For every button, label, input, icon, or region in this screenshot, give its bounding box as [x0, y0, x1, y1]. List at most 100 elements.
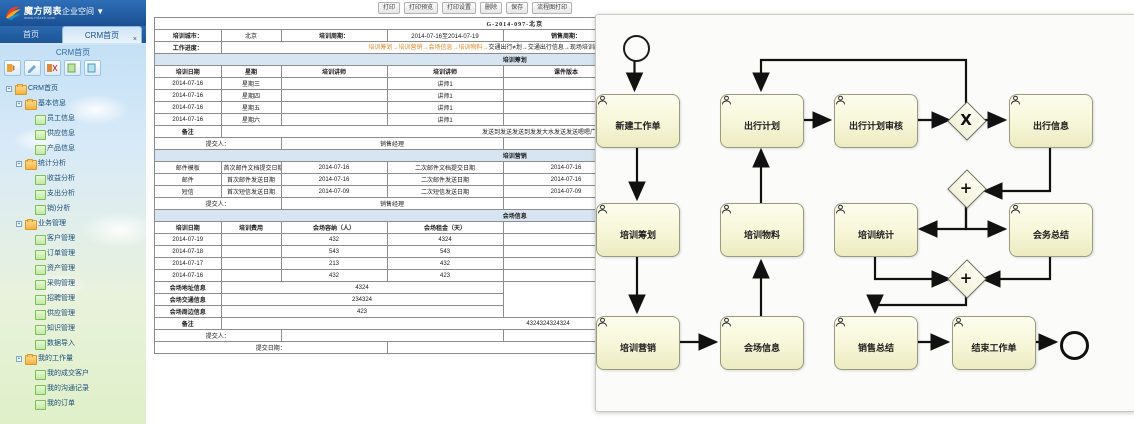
tree-item[interactable]: 员工信息	[4, 112, 146, 127]
tab-crm-home[interactable]: CRM首页 ×	[62, 26, 142, 44]
table-cell[interactable]	[281, 113, 388, 126]
table-cell[interactable]: 星期六	[221, 113, 282, 126]
table-cell[interactable]: 2014-07-16	[281, 173, 388, 186]
delete-record-icon[interactable]	[44, 60, 61, 76]
expand-icon[interactable]: +	[6, 86, 12, 92]
table-cell[interactable]: 2014-07-18	[155, 245, 222, 258]
table-cell[interactable]: 2014-07-09	[281, 185, 388, 198]
table-cell[interactable]: 讲师1	[387, 77, 504, 90]
tree-item[interactable]: +业务管理	[4, 217, 146, 232]
expand-icon[interactable]: +	[16, 161, 22, 167]
parallel-gateway-icon[interactable]: +	[947, 259, 987, 299]
table-cell[interactable]: 星期三	[221, 77, 282, 90]
tree-item[interactable]: 数据导入	[4, 337, 146, 352]
add-record-icon[interactable]	[4, 60, 21, 76]
summary-value[interactable]: 234324	[221, 293, 504, 306]
flow-task[interactable]: 培训筹划	[596, 203, 680, 257]
toolbar-button[interactable]: 打印	[378, 2, 401, 14]
tree-item[interactable]: 支出分析	[4, 187, 146, 202]
tree-item[interactable]: 招聘管理	[4, 292, 146, 307]
toolbar-button[interactable]: 打印预览	[404, 2, 439, 14]
table-cell[interactable]: 讲师1	[387, 89, 504, 102]
tree-item[interactable]: +统计分析	[4, 157, 146, 172]
table-cell[interactable]: 首次短信发送日期	[221, 185, 282, 198]
table-cell[interactable]	[221, 257, 282, 270]
table-cell[interactable]	[281, 77, 388, 90]
exclusive-gateway-icon[interactable]: X	[947, 101, 987, 141]
flow-task[interactable]: 新建工作单	[596, 94, 680, 148]
table-cell[interactable]: 二次短信发送日期	[387, 185, 504, 198]
tree-item[interactable]: 我的订单	[4, 397, 146, 412]
table-cell[interactable]: 423	[387, 269, 504, 282]
table-cell[interactable]: 432	[387, 257, 504, 270]
table-cell[interactable]: 讲师1	[387, 113, 504, 126]
flow-task[interactable]: 会场信息	[720, 316, 804, 370]
flow-task[interactable]: 出行计划	[720, 94, 804, 148]
table-cell[interactable]: 2014-07-16	[281, 161, 388, 174]
table-cell[interactable]: 首次邮件文档提交日期	[221, 161, 282, 174]
toolbar-button[interactable]: 流程图打印	[532, 2, 573, 14]
toolbar-button[interactable]: 保存	[506, 2, 529, 14]
tree-item[interactable]: 订单管理	[4, 247, 146, 262]
tree-item[interactable]: 知识管理	[4, 322, 146, 337]
flow-task[interactable]: 结束工作单	[952, 316, 1036, 370]
tree-item[interactable]: 供应管理	[4, 307, 146, 322]
flow-task[interactable]: 培训营销	[596, 316, 680, 370]
expand-icon[interactable]: +	[16, 101, 22, 107]
flow-task[interactable]: 培训统计	[834, 203, 918, 257]
table-cell[interactable]: 二次邮件文档提交日期	[387, 161, 504, 174]
table-cell[interactable]: 2014-07-16	[155, 89, 222, 102]
space-selector[interactable]: 企业空间 ▼	[62, 7, 105, 16]
table-cell[interactable]: 2014-07-16	[155, 77, 222, 90]
table-cell[interactable]: 短信	[155, 185, 222, 198]
tree-item[interactable]: 我的成交客户	[4, 367, 146, 382]
field-value-train-period[interactable]: 2014-07-16至2014-07-19	[387, 29, 504, 42]
table-cell[interactable]	[221, 233, 282, 246]
toolbar-button[interactable]: 删除	[480, 2, 503, 14]
table-cell[interactable]: 二次邮件发送日期	[387, 173, 504, 186]
table-cell[interactable]: 2014-07-16	[155, 101, 222, 114]
table-cell[interactable]: 邮件	[155, 173, 222, 186]
table-cell[interactable]	[221, 269, 282, 282]
flow-task[interactable]: 出行计划审核	[834, 94, 918, 148]
flow-task[interactable]: 培训物料	[720, 203, 804, 257]
tree-item[interactable]: 资产管理	[4, 262, 146, 277]
table-cell[interactable]: 213	[281, 257, 388, 270]
toolbar-button[interactable]: 打印设置	[442, 2, 477, 14]
edit-record-icon[interactable]	[24, 60, 41, 76]
tree-item[interactable]: 我的沟通记录	[4, 382, 146, 397]
table-cell[interactable]	[221, 245, 282, 258]
table-cell[interactable]	[281, 101, 388, 114]
tree-item[interactable]: +我的工作量	[4, 352, 146, 367]
tree-item[interactable]: 产品信息	[4, 142, 146, 157]
expand-icon[interactable]: +	[16, 356, 22, 362]
table-cell[interactable]: 2014-07-19	[155, 233, 222, 246]
tree-item[interactable]: 销)分析	[4, 202, 146, 217]
export-icon[interactable]	[84, 60, 101, 76]
flow-task[interactable]: 销售总结	[834, 316, 918, 370]
summary-value[interactable]: 423	[221, 305, 504, 318]
table-cell[interactable]: 2014-07-17	[155, 257, 222, 270]
summary-value[interactable]: 4324	[221, 281, 504, 294]
end-event-icon[interactable]	[1060, 331, 1089, 360]
flow-task[interactable]: 出行信息	[1009, 94, 1093, 148]
tree-item[interactable]: +基本信息	[4, 97, 146, 112]
parallel-gateway-icon[interactable]: +	[947, 169, 987, 209]
tree-item[interactable]: +CRM首页	[4, 82, 146, 97]
field-value-city[interactable]: 北京	[221, 29, 282, 42]
start-event-icon[interactable]	[623, 35, 650, 62]
table-cell[interactable]: 432	[281, 233, 388, 246]
tree-item[interactable]: 供应信息	[4, 127, 146, 142]
table-cell[interactable]: 2014-07-16	[155, 113, 222, 126]
table-cell[interactable]: 星期四	[221, 89, 282, 102]
tree-item[interactable]: 收益分析	[4, 172, 146, 187]
tree-item[interactable]: 采购管理	[4, 277, 146, 292]
table-cell[interactable]: 432	[281, 269, 388, 282]
table-cell[interactable]: 2014-07-16	[155, 269, 222, 282]
table-cell[interactable]: 543	[281, 245, 388, 258]
tree-item[interactable]: 客户管理	[4, 232, 146, 247]
table-cell[interactable]: 邮件模板	[155, 161, 222, 174]
table-cell[interactable]: 星期五	[221, 101, 282, 114]
expand-icon[interactable]: +	[16, 221, 22, 227]
